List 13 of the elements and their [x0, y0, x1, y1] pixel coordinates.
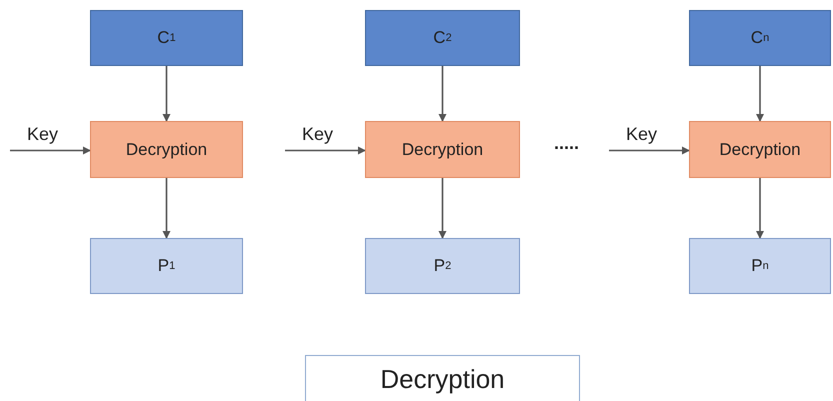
arrow — [438, 66, 446, 122]
arrow — [10, 146, 91, 154]
arrow — [609, 146, 690, 154]
decryption-box: Decryption — [90, 121, 243, 178]
title-box: Decryption — [305, 355, 580, 401]
arrow — [285, 146, 366, 154]
arrow — [756, 178, 764, 239]
arrow — [162, 66, 170, 122]
arrow — [438, 178, 446, 239]
arrow — [162, 178, 170, 239]
decryption-box: Decryption — [365, 121, 520, 178]
arrow — [756, 66, 764, 122]
decryption-box: Decryption — [689, 121, 831, 178]
